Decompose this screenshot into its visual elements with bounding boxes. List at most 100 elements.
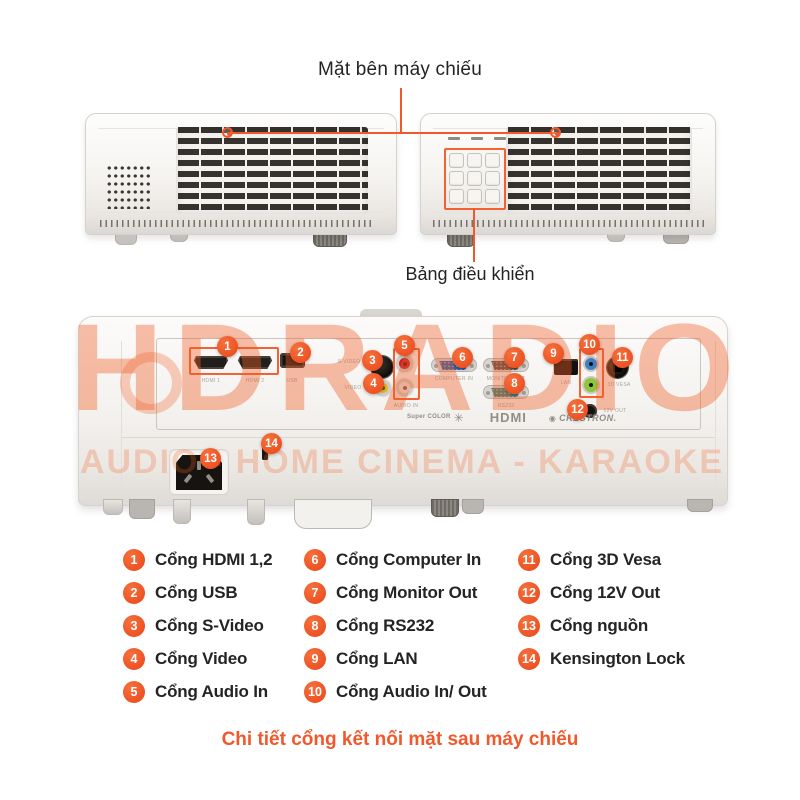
bottom-caption: Chi tiết cổng kết nối mặt sau máy chiếu	[221, 729, 579, 750]
supercolor-logo: Super COLOR	[407, 414, 451, 421]
audio-in-red-port	[396, 355, 413, 372]
projector-foot	[687, 499, 713, 512]
lan-port	[554, 359, 578, 375]
legend-item: 8 Cổng RS232	[304, 615, 487, 637]
hdmi-port-1	[194, 356, 228, 369]
legend-number: 10	[304, 681, 326, 703]
legend-number: 11	[518, 549, 540, 571]
projector-foot	[129, 499, 155, 519]
marker-9: 9	[543, 343, 564, 364]
projector-foot	[462, 499, 484, 514]
legend-item: 6 Cổng Computer In	[304, 549, 487, 571]
audio-io-highlight-box	[579, 348, 604, 398]
marker-1: 1	[217, 336, 238, 357]
body-seam	[715, 341, 716, 499]
hdmi-logo: HDMI	[489, 410, 527, 425]
port-label: HDMI 2	[245, 378, 265, 384]
marker-12: 12	[567, 399, 588, 420]
port-label: COMPUTER IN	[434, 376, 474, 382]
legend-number: 13	[518, 615, 540, 637]
legend-number: 5	[123, 681, 145, 703]
legend-label: Kensington Lock	[550, 649, 685, 668]
horizontal-connector-line	[228, 132, 557, 134]
crestron-logo: CRESTRON.	[549, 413, 617, 423]
audio-in-jack	[583, 356, 599, 372]
legend-label: Cổng USB	[155, 583, 238, 602]
marker-6: 6	[452, 347, 473, 368]
projector-foot	[173, 499, 191, 524]
port-label: HDMI 1	[201, 378, 221, 384]
legend-label: Cổng S-Video	[155, 616, 264, 635]
legend-item: 11 Cổng 3D Vesa	[518, 549, 685, 571]
legend-item: 2 Cổng USB	[123, 582, 272, 604]
port-label: 12V OUT	[603, 408, 627, 414]
indicator-leds	[448, 137, 506, 140]
marker-5: 5	[394, 335, 415, 356]
legend-label: Cổng 12V Out	[550, 583, 660, 602]
marker-14: 14	[261, 433, 282, 454]
audio-in-white-port	[396, 379, 413, 396]
legend-label: Cổng RS232	[336, 616, 435, 635]
marker-2: 2	[290, 342, 311, 363]
control-panel-label: Bảng điều khiển	[405, 264, 535, 284]
legend-item: 3 Cổng S-Video	[123, 615, 272, 637]
legend-number: 4	[123, 648, 145, 670]
legend-item: 13 Cổng nguồn	[518, 615, 685, 637]
ventilation-grille	[176, 127, 368, 214]
legend-number: 12	[518, 582, 540, 604]
control-keypad	[449, 153, 500, 204]
body-seam	[121, 437, 715, 438]
body-seam	[121, 341, 122, 499]
legend-label: Cổng LAN	[336, 649, 418, 668]
port-label: RS232	[497, 403, 515, 409]
projector-foot	[247, 499, 265, 525]
port-panel-frame	[156, 338, 701, 430]
speaker-grille	[106, 164, 150, 209]
legend-label: Cổng 3D Vesa	[550, 550, 661, 569]
legend-number: 3	[123, 615, 145, 637]
legend-number: 8	[304, 615, 326, 637]
legend-item: 12 Cổng 12V Out	[518, 582, 685, 604]
center-mount-tab	[294, 499, 372, 529]
legend-item: 4 Cổng Video	[123, 648, 272, 670]
port-label: USB	[286, 378, 298, 384]
bottom-ridge	[100, 220, 372, 227]
marker-10: 10	[579, 334, 600, 355]
supercolor-gear-icon: ✳	[453, 410, 464, 425]
port-label: AUDIO IN	[393, 403, 419, 409]
marker-4: 4	[363, 373, 384, 394]
ventilation-grille	[506, 127, 692, 214]
control-panel-connector-line	[473, 208, 475, 262]
logos-row: Super COLOR ✳ HDMI CRESTRON.	[407, 410, 617, 425]
hdmi-port-2	[238, 356, 272, 369]
legend-column-3: 11 Cổng 3D Vesa 12 Cổng 12V Out 13 Cổng ngu…	[518, 549, 685, 681]
legend-number: 6	[304, 549, 326, 571]
legend-number: 2	[123, 582, 145, 604]
legend-number: 14	[518, 648, 540, 670]
legend-label: Cổng nguồn	[550, 616, 649, 635]
legend-label: Cổng Audio In/ Out	[336, 682, 487, 701]
legend-number: 9	[304, 648, 326, 670]
projector-adjuster-foot	[431, 499, 459, 517]
pointer-dot-right	[550, 127, 561, 138]
projector-foot	[103, 499, 123, 515]
legend-label: Cổng HDMI 1,2	[155, 550, 273, 569]
audio-out-jack	[582, 376, 600, 394]
marker-7: 7	[504, 347, 525, 368]
port-label: VIDEO	[344, 385, 362, 391]
side-view-title: Mặt bên máy chiếu	[318, 59, 482, 80]
control-panel-highlight-box	[444, 148, 506, 210]
marker-11: 11	[612, 347, 633, 368]
marker-13: 13	[200, 448, 221, 469]
legend-label: Cổng Computer In	[336, 550, 482, 569]
port-label: S-VIDEO	[337, 359, 361, 365]
title-connector-line	[400, 88, 402, 134]
legend-label: Cổng Video	[155, 649, 248, 668]
legend-item: 14 Kensington Lock	[518, 648, 685, 670]
port-label: LAN	[560, 380, 572, 386]
legend-number: 7	[304, 582, 326, 604]
